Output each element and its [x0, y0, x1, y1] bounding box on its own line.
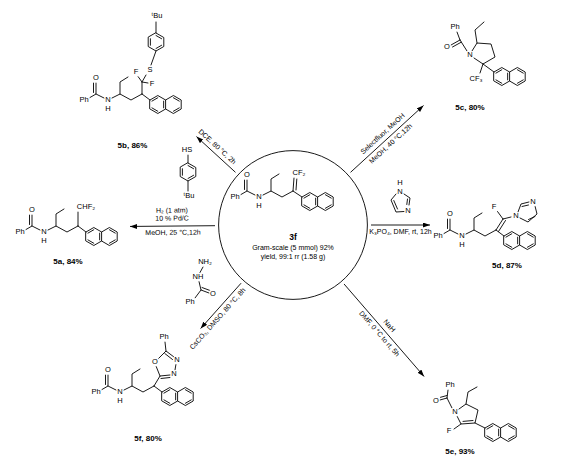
naphthalene-ring — [485, 424, 516, 442]
atom-label: NH — [192, 273, 204, 281]
reagent-condition: DCE, 80 °C, 2h — [196, 127, 238, 167]
naphthalene-ring — [150, 96, 181, 114]
atom-label: N — [452, 408, 458, 416]
atom-label: Ph — [450, 23, 460, 31]
atom-label: H — [459, 241, 465, 249]
atom-label: N — [397, 188, 403, 196]
atom-label: HS — [181, 146, 192, 154]
product-block: 5e, 93% — [415, 378, 505, 458]
atom-label: O — [447, 210, 454, 218]
atom-label: N — [459, 232, 465, 240]
compound-number: 3f — [289, 232, 297, 242]
condition-text: MeOH, 25 °C,12h — [144, 228, 201, 237]
atom-label: Ph — [15, 228, 25, 236]
bond — [440, 387, 485, 429]
reagent-condition: K₃PO₄, DMF, rt, 12h — [368, 227, 433, 235]
atom-label: Ph — [159, 333, 169, 341]
atom-label: F — [491, 203, 497, 211]
atom-label: N — [467, 51, 473, 59]
product-label: 5f, 80% — [134, 434, 162, 444]
atom-label: O — [105, 366, 112, 374]
atom-label: N — [117, 388, 123, 396]
atom-label: F — [133, 68, 139, 76]
product-label: 5a, 84% — [53, 257, 82, 267]
atom-label: Ph — [185, 298, 195, 306]
naphthalene-ring — [504, 232, 535, 250]
product-block: 5c, 80% — [425, 12, 515, 114]
reagent-condition: CsCO₃, DMSO, 80 °C, 8h — [187, 286, 248, 353]
bond — [496, 202, 537, 236]
atom-label: CHF₂ — [76, 203, 95, 211]
bond — [78, 212, 86, 232]
atom-label: O — [210, 290, 217, 298]
atom-label: Ph — [230, 193, 240, 201]
reagent-condition: H₂ (1 atm) 10 % Pd/C — [152, 206, 192, 223]
scale-note: Gram-scale (5 mmol) 92% yield, 99:1 rr (… — [245, 244, 341, 262]
atom-label: F — [149, 80, 155, 88]
atom-label: Ph — [79, 96, 89, 104]
atom-label: N — [41, 228, 47, 236]
product-block: 5b, 86% — [70, 4, 195, 152]
product-block: 5a, 84% — [8, 186, 128, 268]
atom-label: H — [105, 105, 111, 113]
bond — [188, 155, 189, 191]
atom-label: N — [256, 193, 262, 201]
atom-label: S — [147, 66, 153, 74]
atom-label: NH₂ — [198, 258, 213, 266]
atom-label: N — [171, 370, 177, 378]
benzene-ring — [180, 163, 196, 181]
circle-outline — [219, 151, 368, 300]
atom-label: ᵗBu — [151, 12, 163, 20]
atom-label: H — [117, 397, 123, 405]
reaction-arrow — [371, 225, 430, 226]
atom-label: N — [513, 212, 519, 220]
product-block: 5d, 87% — [432, 178, 582, 272]
product-label: 5e, 93% — [445, 447, 474, 457]
atom-label: H — [41, 237, 47, 245]
atom-label: O — [93, 74, 100, 82]
bond — [293, 178, 302, 197]
product-label: 5b, 86% — [118, 141, 148, 151]
product-label: 5c, 80% — [455, 103, 484, 113]
bond — [154, 342, 176, 392]
atom-label: N — [405, 207, 411, 215]
naphthalene-ring — [86, 228, 117, 246]
atom-label: O — [152, 358, 159, 366]
atom-label: ᵗBu — [183, 192, 195, 200]
atom-label: F — [446, 427, 452, 435]
product-label: 5d, 87% — [492, 261, 522, 271]
reaction-arrow — [351, 106, 424, 173]
atom-label: CF₃ — [469, 75, 483, 83]
atom-label: Ph — [445, 381, 455, 389]
atom-label: Ph — [91, 388, 101, 396]
benzene-ring — [148, 33, 164, 51]
reaction-arrow — [130, 225, 215, 227]
atom-label: N — [174, 356, 180, 364]
atom-label: O — [444, 43, 451, 51]
atom-label: Ph — [433, 232, 443, 240]
atom-label: H — [397, 179, 403, 187]
bond — [195, 267, 210, 298]
condition-text: DMF, 0 °C to rt, 5h — [356, 309, 401, 360]
naphthalene-ring — [302, 193, 333, 211]
atom-label: N — [105, 96, 111, 104]
atom-label: O — [433, 397, 440, 405]
atom-label: O — [244, 171, 251, 179]
naphthalene-ring — [162, 388, 193, 406]
atom-label: O — [29, 206, 36, 214]
atom-label: CF₂ — [292, 169, 306, 177]
naphthalene-ring — [494, 68, 525, 86]
atom-label: N — [530, 198, 536, 206]
reaction-arrow — [344, 284, 424, 377]
atom-label: H — [256, 202, 262, 210]
bond — [138, 22, 156, 100]
